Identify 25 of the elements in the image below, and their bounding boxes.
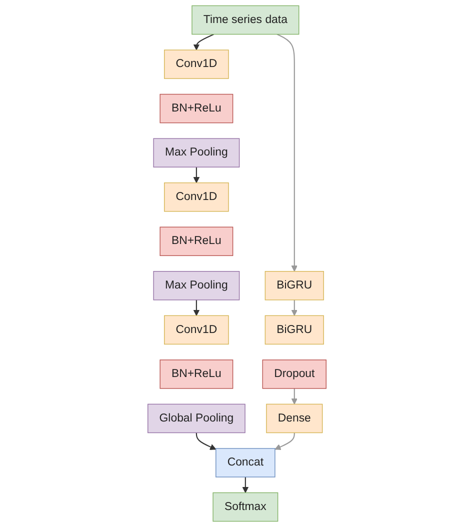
arrow (291, 388, 298, 404)
node-box: BN+ReLu (160, 360, 234, 389)
arrow (276, 34, 298, 272)
node-box: Max Pooling (153, 138, 240, 168)
arrow (242, 477, 249, 493)
node-box: Max Pooling (153, 271, 240, 300)
node-box: Conv1D (164, 182, 229, 212)
node-box: Global Pooling (148, 404, 246, 434)
arrow (193, 34, 214, 50)
arrow (274, 432, 295, 450)
arrow (291, 300, 298, 316)
node-box: Conv1D (164, 50, 229, 79)
node-box: Time series data (192, 5, 300, 35)
arrow (193, 167, 200, 184)
node-box: BiGRU (264, 315, 324, 345)
node-box: Concat (216, 448, 276, 478)
node-box: BN+ReLu (160, 94, 234, 124)
node-box: Conv1D (164, 315, 229, 345)
arrow (196, 432, 216, 450)
node-box: BiGRU (264, 271, 324, 300)
node-box: BN+ReLu (160, 226, 234, 256)
node-box: Dropout (262, 360, 326, 389)
arrow (193, 300, 200, 316)
node-box: Dense (266, 404, 323, 434)
node-box: Softmax (212, 492, 278, 522)
